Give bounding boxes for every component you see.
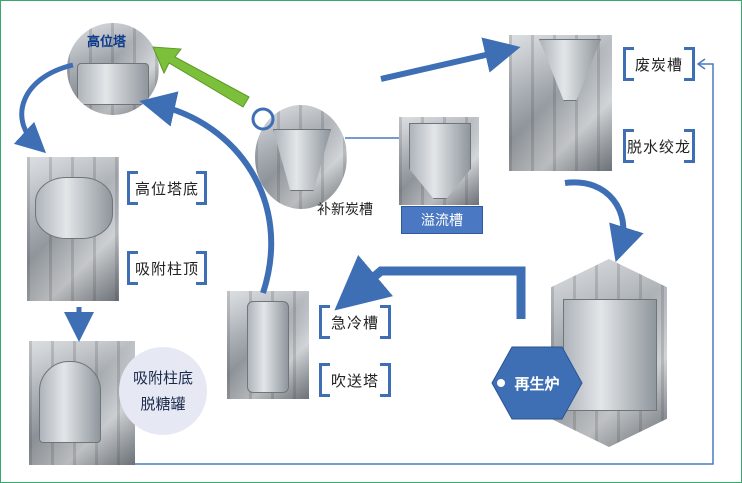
tank-shape [39, 361, 101, 443]
photo-zai-sheng-lu [551, 259, 667, 447]
tank-shape [77, 63, 149, 105]
hexagon-dot [497, 379, 505, 387]
label-xi-fu-zhu-di: 吸附柱底 [132, 369, 193, 387]
arrow-gaowei-to-tadi [13, 62, 74, 154]
tank-shape [35, 177, 113, 239]
photo-gao-wei-ta-di [27, 157, 119, 301]
photo-gaowei-ta [67, 23, 159, 115]
return-line [123, 63, 714, 465]
label-gao-wei-ta-di: 高位塔底 [127, 171, 207, 205]
photo-ji-leng-cao [227, 291, 309, 399]
photo-fei-tan-cao [509, 35, 612, 171]
label-tuo-tang-guan: 脱糖罐 [140, 395, 186, 413]
label-fei-tan-cao: 废炭槽 [623, 47, 695, 81]
arrow-feitan-to-zaisheng [564, 179, 644, 263]
tank-shape [563, 299, 657, 411]
label-gaowei-ta: 高位塔 [87, 35, 127, 50]
label-tuo-shui-jiao-long: 脱水绞龙 [623, 129, 695, 163]
label-bu-xin-tan-cao: 补新炭槽 [317, 202, 373, 218]
tank-shape [247, 301, 289, 393]
photo-xi-fu-zhu-di [29, 341, 135, 465]
yi-liu-cao-button: 溢流槽 [401, 206, 483, 234]
circle-label-text: 吸附柱底 脱糖罐 [119, 347, 207, 435]
zai-sheng-lu-hexagon [491, 346, 583, 420]
photo-bu-xin-tan-cao [255, 105, 347, 209]
arrow-zaisheng-to-jileng [334, 254, 526, 319]
green-arrow [152, 46, 250, 108]
label-chui-song-ta: 吹送塔 [319, 363, 391, 397]
arrow-to-fei-tan-cao [380, 37, 521, 82]
return-line-arrowhead [696, 58, 706, 70]
photo-yi-liu-cao [399, 117, 479, 205]
circle-label-bg [119, 347, 207, 435]
label-zai-sheng-lu: 再生炉 [514, 374, 560, 393]
label-xi-fu-zhu-ding: 吸附柱顶 [127, 251, 207, 285]
arrow-chuisong-to-gaowei [139, 91, 275, 294]
ring-marker [251, 107, 275, 131]
